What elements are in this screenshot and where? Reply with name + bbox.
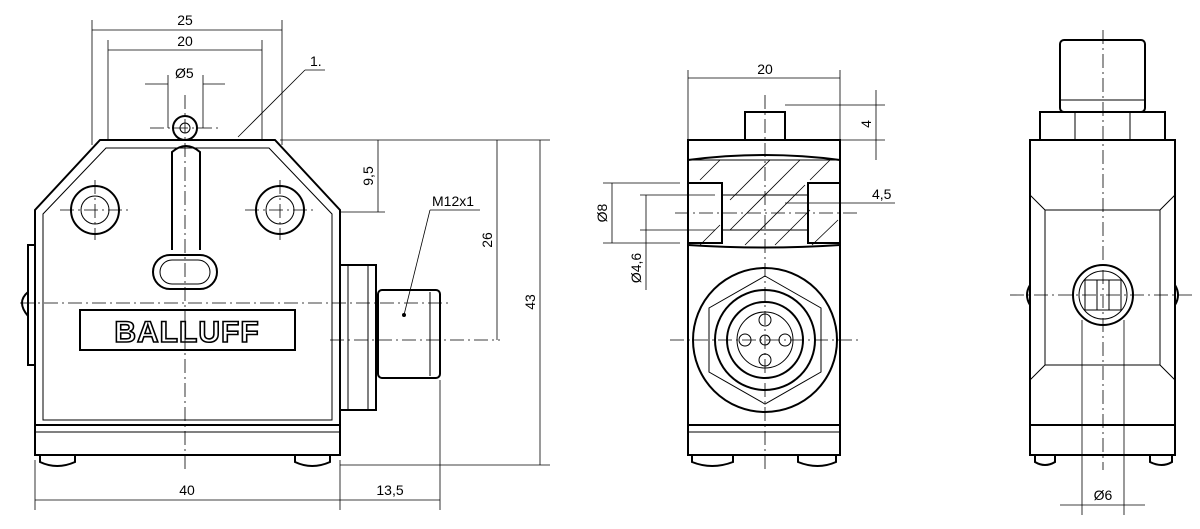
dim-roller: Ø5	[175, 65, 194, 81]
connector-nut	[339, 264, 377, 411]
rear-connector	[1059, 39, 1146, 113]
front-view: BALLUFF 25 20 Ø5 1. 9,5 26	[20, 12, 550, 510]
dim-4-5: 4,5	[872, 186, 892, 202]
thread-label: M12x1	[432, 193, 474, 209]
dim-hole-6: Ø6	[1094, 487, 1113, 503]
dim-25: 25	[177, 12, 193, 28]
dim-hole-4-6: Ø4,6	[628, 253, 644, 284]
body-outline	[34, 139, 341, 426]
side-view: 20 4 Ø8 Ø4,6 4,5	[594, 61, 895, 470]
side-dim-20: 20	[757, 61, 773, 77]
rear-nut	[1039, 111, 1166, 141]
dim-9-5: 9,5	[360, 166, 376, 186]
dim-hole-8: Ø8	[594, 203, 610, 222]
dim-40: 40	[179, 482, 195, 498]
actuator-slot	[171, 145, 201, 250]
dim-26: 26	[479, 232, 495, 248]
roller	[172, 115, 198, 141]
logo-plate	[79, 309, 296, 351]
callout-1: 1.	[310, 53, 322, 69]
actuator-top	[744, 111, 786, 141]
side-dim-4: 4	[858, 120, 874, 128]
dim-20: 20	[177, 33, 193, 49]
rear-view: Ø6	[1010, 30, 1195, 515]
dim-43: 43	[522, 294, 538, 310]
rear-body	[1029, 139, 1176, 426]
balluff-logo: BALLUFF	[114, 316, 259, 349]
connector-plug	[377, 289, 441, 379]
base-plate	[34, 424, 341, 456]
dim-13-5: 13,5	[376, 482, 403, 498]
section-hatch	[699, 159, 839, 246]
